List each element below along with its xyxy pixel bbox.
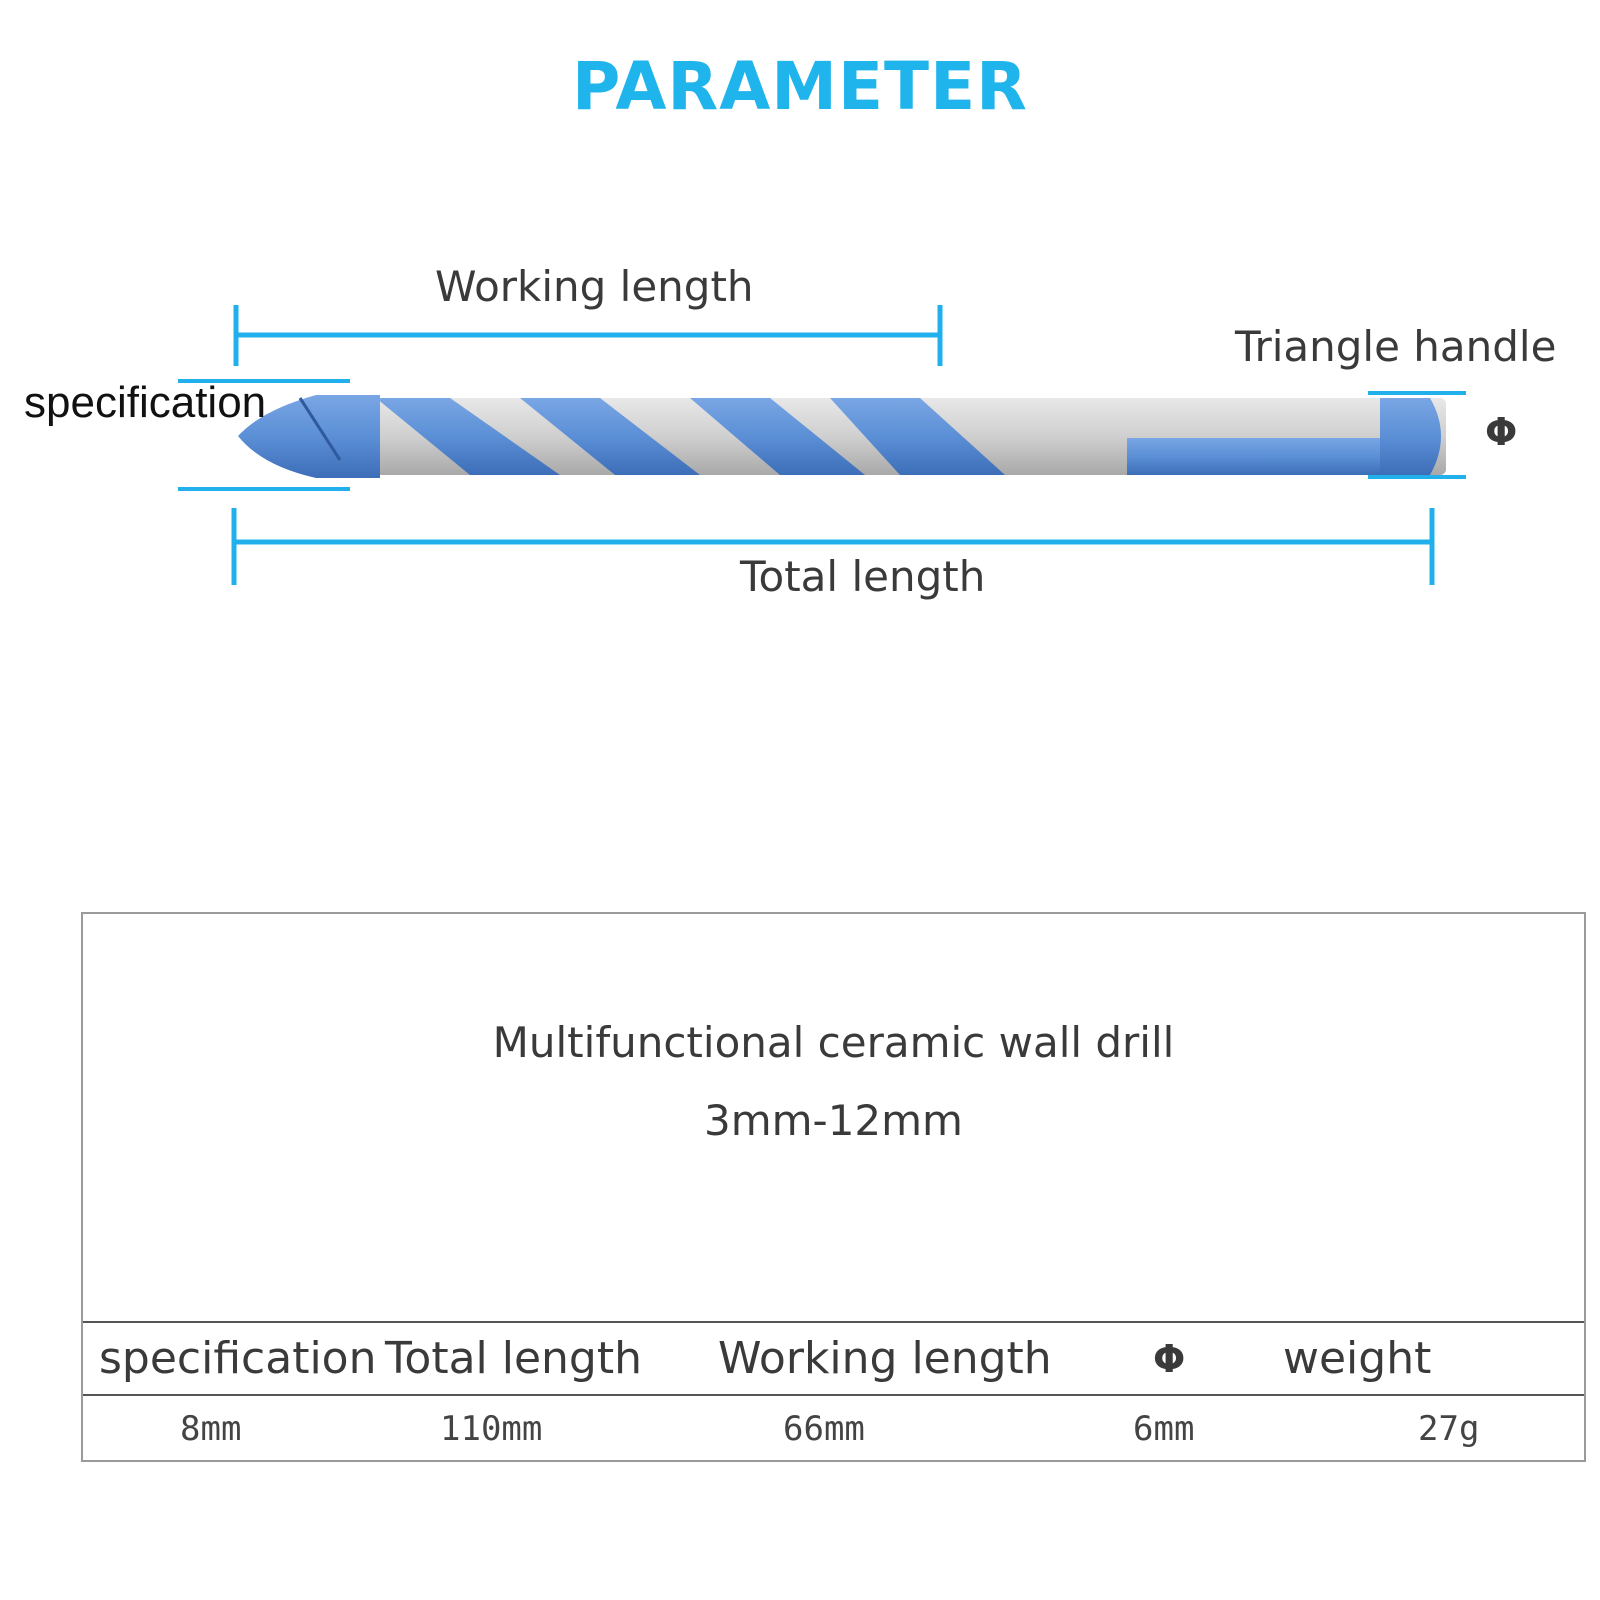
product-description: Multifunctional ceramic wall drill 3mm-1… (83, 1004, 1584, 1160)
product-name: Multifunctional ceramic wall drill (492, 1018, 1175, 1067)
header-phi: Φ (1153, 1336, 1186, 1381)
specification-label: specification (24, 378, 267, 427)
cell-specification: 8mm (180, 1409, 242, 1449)
header-total-length: Total length (385, 1333, 642, 1384)
total-length-label: Total length (740, 552, 986, 601)
cell-phi: 6mm (1133, 1409, 1195, 1449)
drill-diagram (178, 305, 1466, 585)
table-header-row: specification Total length Working lengt… (83, 1321, 1584, 1396)
specification-marks (178, 379, 350, 491)
cell-total-length: 110mm (440, 1409, 543, 1449)
total-length-dimension (231, 508, 1435, 585)
cell-weight: 27g (1418, 1409, 1480, 1449)
triangle-handle-label: Triangle handle (1235, 322, 1557, 371)
working-length-dimension (233, 305, 943, 366)
product-size-range: 3mm-12mm (704, 1096, 963, 1145)
table-row: 8mm 110mm 66mm 6mm 27g (83, 1396, 1584, 1462)
page-title: PARAMETER (572, 48, 1028, 125)
parameter-table: Multifunctional ceramic wall drill 3mm-1… (81, 912, 1586, 1462)
drill-bit (238, 395, 1446, 478)
working-length-label: Working length (435, 262, 754, 311)
phi-label: Φ (1485, 410, 1518, 454)
header-working-length: Working length (718, 1333, 1052, 1384)
phi-marks (1368, 391, 1466, 479)
cell-working-length: 66mm (783, 1409, 865, 1449)
header-specification: specification (99, 1333, 377, 1384)
header-weight: weight (1283, 1333, 1432, 1384)
